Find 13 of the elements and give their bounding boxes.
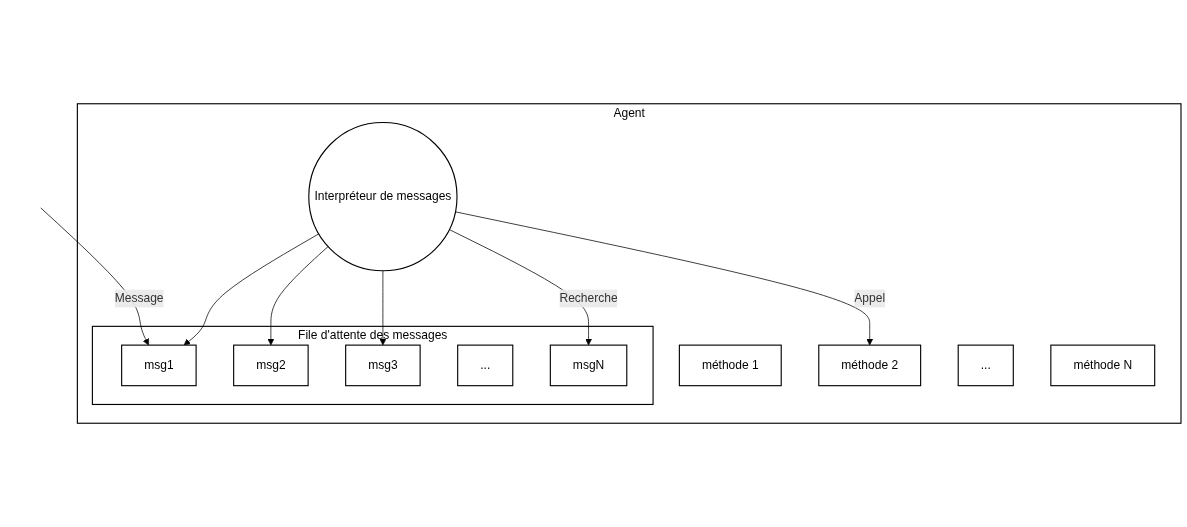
node-box: ...	[957, 344, 1014, 387]
edge-label: Appel	[854, 291, 886, 305]
node-box: msg1	[121, 344, 197, 387]
node-box: méthode 2	[818, 344, 922, 387]
node-box: ...	[457, 344, 514, 387]
edge-label: Message	[114, 291, 164, 305]
node-box: méthode 1	[678, 344, 782, 387]
node-circle: Interpréteur de messages	[308, 121, 458, 272]
node-box: msg2	[233, 344, 309, 387]
node-box: msg3	[345, 344, 421, 387]
node-box: méthode N	[1050, 344, 1156, 387]
edge-label: Recherche	[559, 291, 618, 305]
node-box: msgN	[549, 344, 628, 387]
